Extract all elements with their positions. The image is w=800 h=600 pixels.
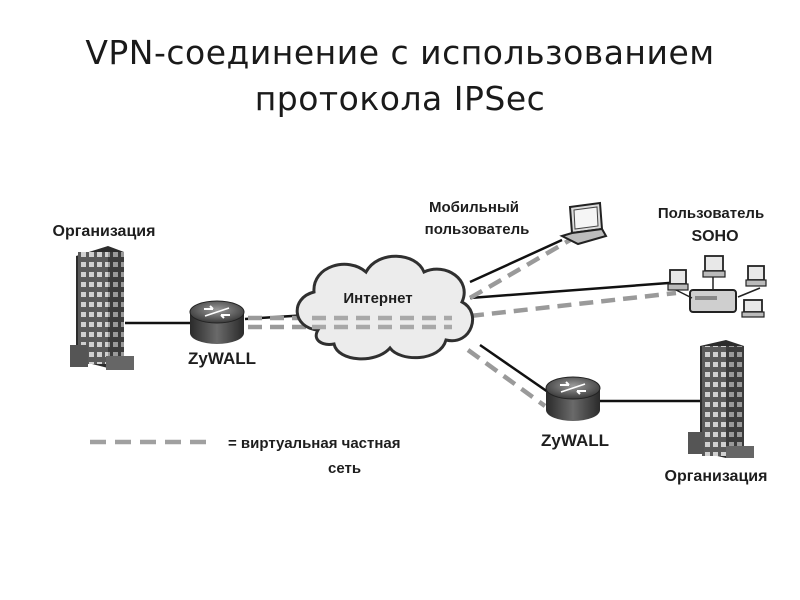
link-cloud-router-right bbox=[479, 343, 549, 394]
link-cloud-soho bbox=[469, 280, 683, 300]
router-right-label: ZyWALL bbox=[541, 431, 609, 450]
laptop-icon bbox=[559, 201, 608, 246]
org-right-building-icon bbox=[688, 340, 754, 458]
internet-label: Интернет bbox=[343, 290, 412, 307]
workstation-icon bbox=[745, 265, 767, 287]
legend-label-line2: сеть bbox=[328, 460, 361, 477]
workstation-icon bbox=[741, 299, 765, 318]
mobile-label-line1: Мобильный bbox=[429, 199, 519, 216]
legend-label-line1: = виртуальная частная bbox=[228, 435, 401, 452]
workstation-icon bbox=[667, 269, 689, 291]
link-cloud-mobile bbox=[469, 238, 563, 284]
router-right-icon bbox=[545, 376, 601, 421]
title-line-2: протокола IPSec bbox=[254, 79, 546, 118]
soho-workstation-icon bbox=[667, 255, 767, 318]
soho-label-line2: SOHO bbox=[691, 228, 738, 245]
soho-label-line1: Пользователь bbox=[658, 205, 764, 222]
org-left-building-icon bbox=[70, 246, 134, 370]
org-left-label: Организация bbox=[53, 223, 156, 240]
mobile-label-line2: пользователь bbox=[425, 221, 530, 238]
tunnel-to-router-right bbox=[466, 348, 547, 408]
network-links bbox=[125, 238, 700, 403]
tunnel-to-mobile bbox=[468, 238, 572, 300]
tunnel-to-soho bbox=[469, 290, 677, 319]
title-line-1: VPN-соединение с использованием bbox=[85, 33, 715, 72]
slide-title: VPN-соединение с использованием протокол… bbox=[0, 30, 800, 122]
internet-cloud-icon bbox=[295, 254, 474, 361]
workstation-icon bbox=[702, 255, 726, 278]
org-right-label: Организация bbox=[665, 468, 768, 485]
router-left-icon bbox=[189, 300, 245, 344]
router-left-label: ZyWALL bbox=[188, 349, 256, 368]
